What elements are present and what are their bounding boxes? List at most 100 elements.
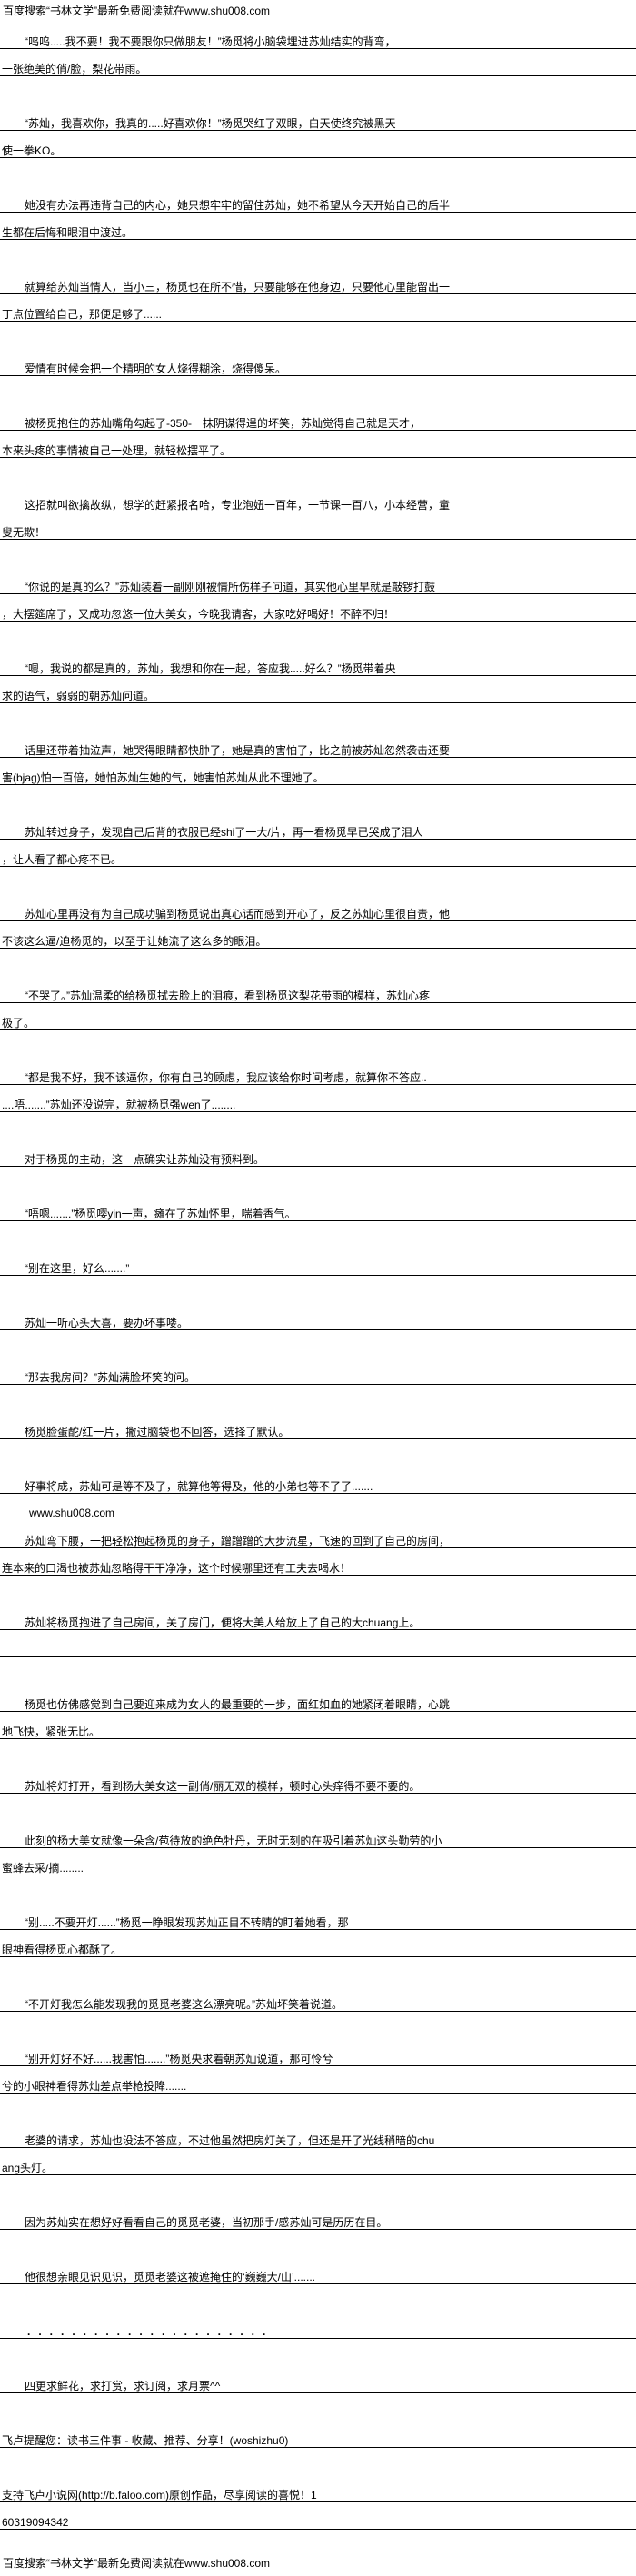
blank-line <box>0 1875 636 1903</box>
site-banner-top: 百度搜索“书林文学”最新免费阅读就在www.shu008.com <box>3 5 271 17</box>
line-text: 苏灿转过身子，发现自己后背的衣服已经shi了一大/片，再一看杨觅早已哭成了泪人 <box>25 826 423 839</box>
blank-line <box>0 1439 636 1467</box>
paragraph-line: 苏灿弯下腰，一把轻松抱起杨觅的身子，蹭蹭蹭的大步流星，飞速的回到了自己的房间， <box>0 1521 636 1548</box>
line-text: 飞卢提醒您：读书三件事 - 收藏、推荐、分享！(woshizhu0) <box>2 2434 289 2447</box>
line-text: 丁点位置给自己，那便足够了...... <box>2 308 163 321</box>
line-text: “别在这里，好么.......” <box>25 1262 130 1275</box>
site-banner-bottom: 百度搜索“书林文学”最新免费阅读就在www.shu008.com <box>3 2557 271 2570</box>
blank-line <box>0 1112 636 1139</box>
watermark-url: www.shu008.com <box>0 1494 636 1521</box>
line-text: 爱情有时候会把一个精明的女人烧得糊涂，烧得傻呆。 <box>25 363 287 375</box>
blank-line <box>0 322 636 349</box>
line-text: ，让人看了都心疼不已。 <box>2 853 123 866</box>
paragraph-line: 连本来的口渴也被苏灿忽略得干干净净，这个时候哪里还有工夫去喝水！ <box>0 1548 636 1576</box>
line-text: 求的语气，弱弱的朝苏灿问道。 <box>2 690 155 702</box>
line-text: 杨觅脸蛋酡/红一片，撇过脑袋也不回答，选择了默认。 <box>25 1426 290 1438</box>
blank-line <box>0 1221 636 1248</box>
blank-line <box>0 1657 636 1685</box>
blank-line <box>0 2012 636 2039</box>
paragraph-line: 本来头疼的事情被自己一处理，就轻松摆平了。 <box>0 431 636 458</box>
paragraph-line: 使一拳KO。 <box>0 131 636 158</box>
line-text: 本来头疼的事情被自己一处理，就轻松摆平了。 <box>2 444 232 457</box>
site-notice-line: 支持飞卢小说网(http://b.faloo.com)原创作品，尽享阅读的喜悦！… <box>0 2475 636 2502</box>
line-text: 支持飞卢小说网(http://b.faloo.com)原创作品，尽享阅读的喜悦！… <box>2 2489 317 2501</box>
line-text: 蜜蜂去采/摘........ <box>2 1862 84 1875</box>
paragraph-line: 兮的小眼神看得苏灿差点举枪投降....... <box>0 2066 636 2094</box>
line-text: “唔嗯.......”杨觅嘤yin一声，瘫在了苏灿怀里，喘着香气。 <box>25 1208 296 1220</box>
line-text: 苏灿心里再没有为自己成功骗到杨觅说出真心话而感到开心了，反之苏灿心里很自责，他 <box>25 908 451 920</box>
line-text: 因为苏灿实在想好好看看自己的觅觅老婆，当初那手/感苏灿可是历历在目。 <box>25 2216 388 2229</box>
paragraph-line: 她没有办法再违背自己的内心，她只想牢牢的留住苏灿，她不希望从今天开始自己的后半 <box>0 185 636 213</box>
line-text: 叟无欺！ <box>2 526 46 539</box>
line-text: 一张绝美的俏/脸，梨花带雨。 <box>2 63 147 75</box>
site-notice-line: 60319094342 <box>0 2502 636 2530</box>
blank-line <box>0 867 636 894</box>
paragraph-line: 眼神看得杨觅心都酥了。 <box>0 1930 636 1957</box>
blank-line <box>0 1385 636 1412</box>
line-text: 苏灿将杨觅抱进了自己房间，关了房门，便将大美人给放上了自己的大chuang上。 <box>25 1616 421 1629</box>
line-text: 她没有办法再违背自己的内心，她只想牢牢的留住苏灿，她不希望从今天开始自己的后半 <box>25 199 451 212</box>
line-text: 好事将成，苏灿可是等不及了，就算他等得及，他的小弟也等不了了....... <box>25 1480 373 1493</box>
line-text: ....唔.......”苏灿还没说完，就被杨觅强wen了........ <box>2 1099 236 1111</box>
line-text: 害(bjag)怕一百倍，她怕苏灿生她的气，她害怕苏灿从此不理她了。 <box>2 771 324 784</box>
blank-line <box>0 2339 636 2366</box>
line-text: “别.....不要开灯......”杨觅一睁眼发现苏灿正目不转睛的盯着她看，那 <box>25 1916 349 1929</box>
paragraph-line: 苏灿将杨觅抱进了自己房间，关了房门，便将大美人给放上了自己的大chuang上。 <box>0 1603 636 1630</box>
paragraph-line: 好事将成，苏灿可是等不及了，就算他等得及，他的小弟也等不了了....... <box>0 1467 636 1494</box>
line-text: “嗯，我说的都是真的，苏灿，我想和你在一起，答应我.....好么？”杨觅带着央 <box>25 662 396 675</box>
paragraph-line: “别开灯好不好......我害怕.......”杨觅央求着朝苏灿说道，那可怜兮 <box>0 2039 636 2066</box>
paragraph-line: “不哭了。”苏灿温柔的给杨觅拭去脸上的泪痕，看到杨觅这梨花带雨的模样，苏灿心疼 <box>0 976 636 1003</box>
line-text: “呜呜.....我不要！我不要跟你只做朋友！”杨觅将小脑袋埋进苏灿结实的背弯， <box>25 35 396 48</box>
paragraph-line: 杨觅脸蛋酡/红一片，撇过脑袋也不回答，选择了默认。 <box>0 1412 636 1439</box>
paragraph-line: 对于杨觅的主动，这一点确实让苏灿没有预料到。 <box>0 1139 636 1167</box>
line-text: 连本来的口渴也被苏灿忽略得干干净净，这个时候哪里还有工夫去喝水！ <box>2 1562 352 1575</box>
paragraph-line: 苏灿一听心头大喜，要办坏事喽。 <box>0 1303 636 1330</box>
paragraph-line: 生都在后悔和眼泪中渡过。 <box>0 213 636 240</box>
paragraph-line: “那去我房间？”苏灿满脸坏笑的问。 <box>0 1358 636 1385</box>
paragraph-line: “你说的是真的么？”苏灿装着一副刚刚被情所伤样子问道，其实他心里早就是敲锣打鼓 <box>0 567 636 594</box>
line-text: “不哭了。”苏灿温柔的给杨觅拭去脸上的泪痕，看到杨觅这梨花带雨的模样，苏灿心疼 <box>25 990 430 1002</box>
paragraph-line <box>0 1630 636 1657</box>
blank-line <box>0 240 636 267</box>
line-text: 地飞快，紧张无比。 <box>2 1726 101 1738</box>
line-text: 他很想亲眼见识见识，觅觅老婆这被遮掩住的‘巍巍大/山’....... <box>25 2271 316 2283</box>
paragraph-line: “都是我不好，我不该逼你，你有自己的顾虑，我应该给你时间考虑，就算你不答应.. <box>0 1058 636 1085</box>
site-notice-line: 飞卢提醒您：读书三件事 - 收藏、推荐、分享！(woshizhu0) <box>0 2421 636 2448</box>
paragraph-line: 爱情有时候会把一个精明的女人烧得糊涂，烧得傻呆。 <box>0 349 636 376</box>
paragraph-line: 丁点位置给自己，那便足够了...... <box>0 294 636 322</box>
blank-line <box>0 76 636 104</box>
blank-line <box>0 540 636 567</box>
line-text: 四更求鲜花，求打赏，求订阅，求月票^^ <box>25 2380 221 2392</box>
blank-line <box>0 1576 636 1603</box>
paragraph-line: “不开灯我怎么能发现我的觅觅老婆这么漂亮呢。”苏灿坏笑着说道。 <box>0 1984 636 2012</box>
paragraph-line: 一张绝美的俏/脸，梨花带雨。 <box>0 49 636 76</box>
line-text: 眼神看得杨觅心都酥了。 <box>2 1944 123 1956</box>
line-text: 苏灿将灯打开，看到杨大美女这一副俏/丽无双的模样，顿时心头痒得不要不要的。 <box>25 1780 421 1793</box>
line-text: “苏灿，我喜欢你，我真的.....好喜欢你！”杨觅哭红了双眼，白天使终究被黑天 <box>25 117 396 130</box>
blank-line <box>0 458 636 485</box>
line-text: “你说的是真的么？”苏灿装着一副刚刚被情所伤样子问道，其实他心里早就是敲锣打鼓 <box>25 581 435 593</box>
blank-line <box>0 1794 636 1821</box>
blank-line <box>0 949 636 976</box>
paragraph-line: 因为苏灿实在想好好看看自己的觅觅老婆，当初那手/感苏灿可是历历在目。 <box>0 2203 636 2230</box>
paragraph-line: “呜呜.....我不要！我不要跟你只做朋友！”杨觅将小脑袋埋进苏灿结实的背弯， <box>0 22 636 49</box>
line-text: 此刻的杨大美女就像一朵含/苞待放的绝色牡丹，无时无刻的在吸引着苏灿这头勤劳的小 <box>25 1835 442 1847</box>
blank-line <box>0 376 636 403</box>
line-text: 使一拳KO。 <box>2 144 62 157</box>
paragraph-line: 他很想亲眼见识见识，觅觅老婆这被遮掩住的‘巍巍大/山’....... <box>0 2257 636 2284</box>
blank-line <box>0 785 636 812</box>
paragraph-line: 害(bjag)怕一百倍，她怕苏灿生她的气，她害怕苏灿从此不理她了。 <box>0 758 636 785</box>
line-text: 兮的小眼神看得苏灿差点举枪投降....... <box>2 2080 187 2093</box>
line-text: 不该这么逼/迫杨觅的，以至于让她流了这么多的眼泪。 <box>2 935 267 948</box>
paragraph-line: ....唔.......”苏灿还没说完，就被杨觅强wen了........ <box>0 1085 636 1112</box>
line-text: 就算给苏灿当情人，当小三，杨觅也在所不惜，只要能够在他身边，只要他心里能留出一 <box>25 281 451 293</box>
paragraph-line: ，大摆筵席了，又成功忽悠一位大美女，今晚我请客，大家吃好喝好！不醉不归！ <box>0 594 636 622</box>
paragraph-line: “别在这里，好么.......” <box>0 1248 636 1276</box>
line-text: ...................... <box>27 2325 274 2338</box>
blank-line <box>0 158 636 185</box>
line-text: 苏灿一听心头大喜，要办坏事喽。 <box>25 1317 189 1329</box>
paragraph-line: 不该这么逼/迫杨觅的，以至于让她流了这么多的眼泪。 <box>0 921 636 949</box>
line-text: 60319094342 <box>2 2516 69 2529</box>
line-text: 极了。 <box>2 1017 35 1029</box>
blank-line <box>0 1957 636 1984</box>
